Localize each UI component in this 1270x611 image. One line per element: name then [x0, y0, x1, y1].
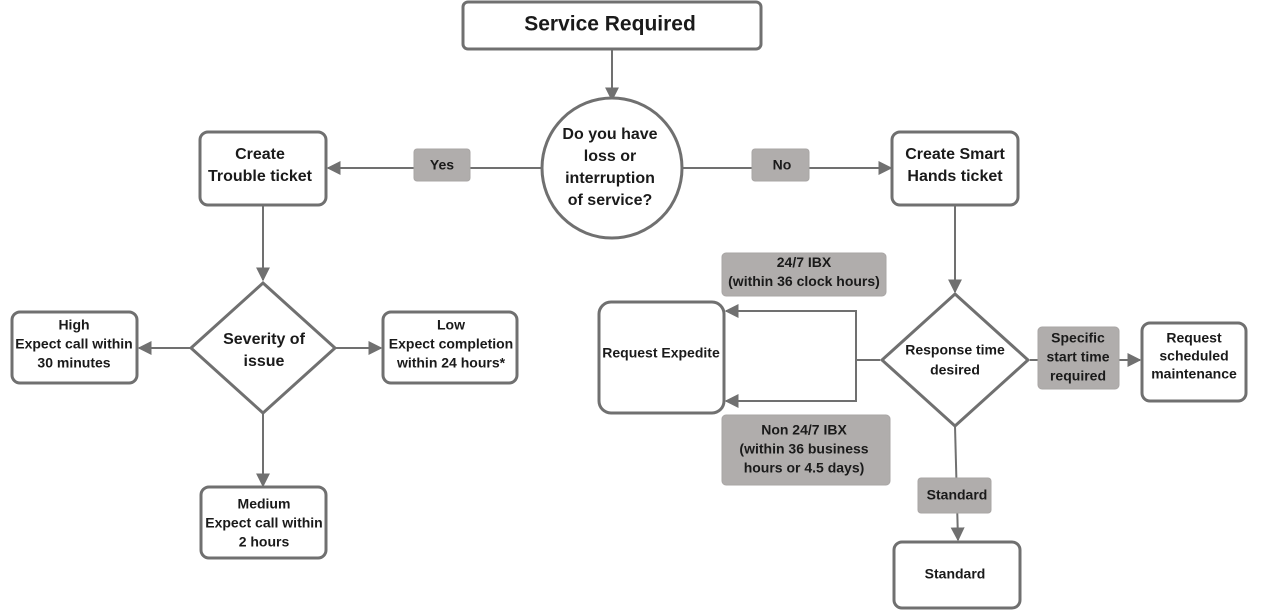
low-line: Low — [437, 317, 465, 333]
standard-tag-label-text: Standard — [927, 487, 988, 503]
service-required-text: Service Required — [524, 13, 696, 36]
standard-text: Standard — [925, 566, 986, 582]
create-trouble-line: Create — [235, 146, 285, 163]
loss-question-line: of service? — [568, 192, 652, 209]
no-label: No — [751, 148, 810, 182]
response-time-node: Response time desired — [879, 291, 1031, 429]
service-required-line: Service Required — [524, 13, 696, 36]
yes-label-line: Yes — [430, 157, 454, 173]
severity-line: issue — [244, 353, 285, 370]
severity-text: Severity of issue — [223, 331, 305, 370]
create-trouble-line: Trouble ticket — [208, 168, 313, 185]
loss-question-line: interruption — [565, 170, 655, 187]
low-line: Expect completion — [389, 336, 513, 352]
non-ibx-label-line: (within 36 business — [739, 441, 868, 457]
non-ibx-label-line: Non 24/7 IBX — [761, 422, 847, 438]
specific-start-label-line: Specific — [1051, 330, 1105, 346]
request-scheduled-node: Request scheduled maintenance — [1140, 321, 1248, 403]
ibx-247-label-text: 24/7 IBX (within 36 clock hours) — [728, 254, 880, 289]
create-smart-hands-line: Hands ticket — [907, 168, 1003, 185]
low-line: within 24 hours* — [396, 355, 506, 371]
response-time-line: Response time — [905, 342, 1005, 358]
standard-tag-label: Standard — [917, 477, 992, 514]
specific-start-label: Specific start time required — [1037, 326, 1120, 390]
response-time-line: desired — [930, 362, 980, 378]
high-line: 30 minutes — [37, 355, 110, 371]
ibx-247-label-line: (within 36 clock hours) — [728, 273, 880, 289]
response-time-text: Response time desired — [905, 342, 1005, 378]
ibx-247-label: 24/7 IBX (within 36 clock hours) — [721, 252, 887, 297]
medium-line: Medium — [238, 496, 291, 512]
edge-response-to-expedite-bottom — [724, 360, 857, 408]
no-label-line: No — [773, 157, 792, 173]
severity-line: Severity of — [223, 331, 305, 348]
request-scheduled-text: Request scheduled maintenance — [1151, 330, 1237, 382]
specific-start-label-line: start time — [1046, 349, 1109, 365]
request-scheduled-line: scheduled — [1159, 348, 1228, 364]
standard-tag-label-line: Standard — [927, 487, 988, 503]
medium-line: Expect call within — [205, 515, 322, 531]
loss-question-line: loss or — [584, 148, 636, 165]
yes-label: Yes — [413, 148, 471, 182]
yes-label-text: Yes — [430, 157, 454, 173]
request-scheduled-line: maintenance — [1151, 366, 1237, 382]
specific-start-label-line: required — [1050, 368, 1106, 384]
edge-response-to-expedite-top — [724, 304, 880, 361]
ibx-247-label-line: 24/7 IBX — [777, 254, 832, 270]
specific-start-label-text: Specific start time required — [1046, 330, 1109, 384]
service-required-node: Service Required — [461, 0, 763, 51]
request-expedite-text: Request Expedite — [602, 345, 720, 361]
standard-line: Standard — [925, 566, 986, 582]
loss-question-node: Do you have loss or interruption of service… — [540, 96, 684, 240]
non-ibx-label-text: Non 24/7 IBX (within 36 business hours or … — [739, 422, 868, 476]
request-scheduled-line: Request — [1166, 330, 1222, 346]
create-smart-hands-line: Create Smart — [905, 146, 1005, 163]
standard-node: Standard — [892, 540, 1022, 610]
severity-node: Severity of issue — [188, 280, 338, 416]
loss-question-line: Do you have — [562, 126, 657, 143]
high-line: High — [58, 317, 89, 333]
request-expedite-line: Request Expedite — [602, 345, 720, 361]
non-ibx-label-line: hours or 4.5 days) — [744, 460, 865, 476]
loss-question-text: Do you have loss or interruption of service… — [562, 126, 657, 209]
request-expedite-node: Request Expedite — [597, 300, 726, 415]
medium-line: 2 hours — [239, 534, 290, 550]
no-label-text: No — [773, 157, 792, 173]
high-line: Expect call within — [15, 336, 132, 352]
non-ibx-label: Non 24/7 IBX (within 36 business hours or … — [721, 414, 891, 486]
